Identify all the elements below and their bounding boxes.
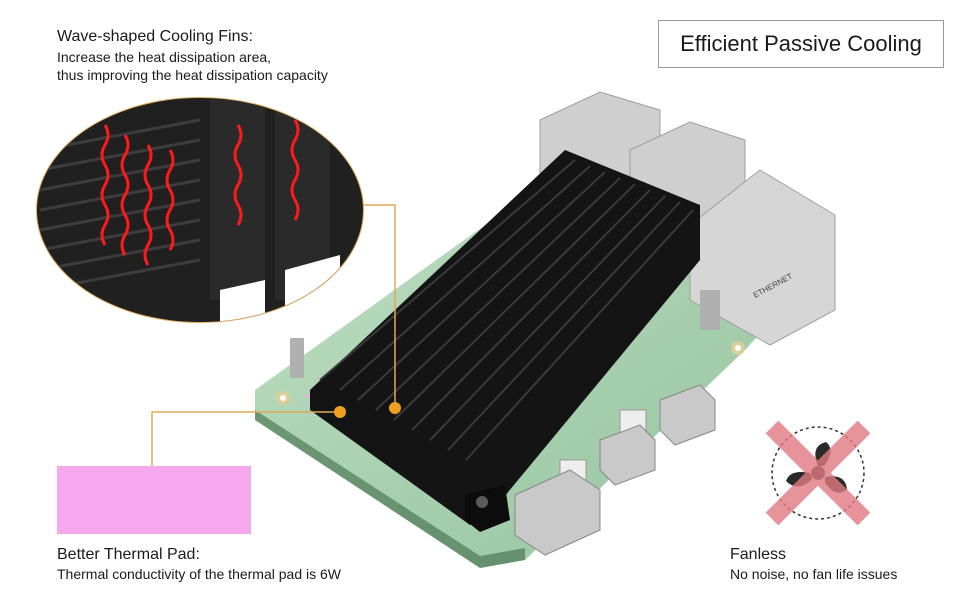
thermal-pad-detail: Thermal conductivity of the thermal pad … <box>57 566 342 582</box>
thermal-pad-heading: Better Thermal Pad: <box>57 546 200 563</box>
wave-fin-markers <box>100 119 300 266</box>
page-title: Efficient Passive Cooling <box>680 31 922 56</box>
fins-heading: Wave-shaped Cooling Fins: <box>57 28 253 45</box>
thermal-pad-swatch <box>57 466 251 534</box>
heatsink <box>310 150 700 532</box>
fins-callout-dot <box>389 402 401 414</box>
title-box: Efficient Passive Cooling <box>658 20 944 68</box>
pad-callout-dot <box>334 406 346 418</box>
fanless-heading: Fanless <box>730 546 787 563</box>
fins-line-1: Increase the heat dissipation area, <box>57 49 272 65</box>
no-fan-icon <box>765 420 871 526</box>
fins-line-2: thus improving the heat dissipation capa… <box>57 67 328 83</box>
leader-lines <box>151 204 396 466</box>
fanless-detail: No noise, no fan life issues <box>730 566 898 582</box>
heatsink-fins <box>319 159 694 461</box>
fins-zoom-bubble <box>36 97 364 323</box>
